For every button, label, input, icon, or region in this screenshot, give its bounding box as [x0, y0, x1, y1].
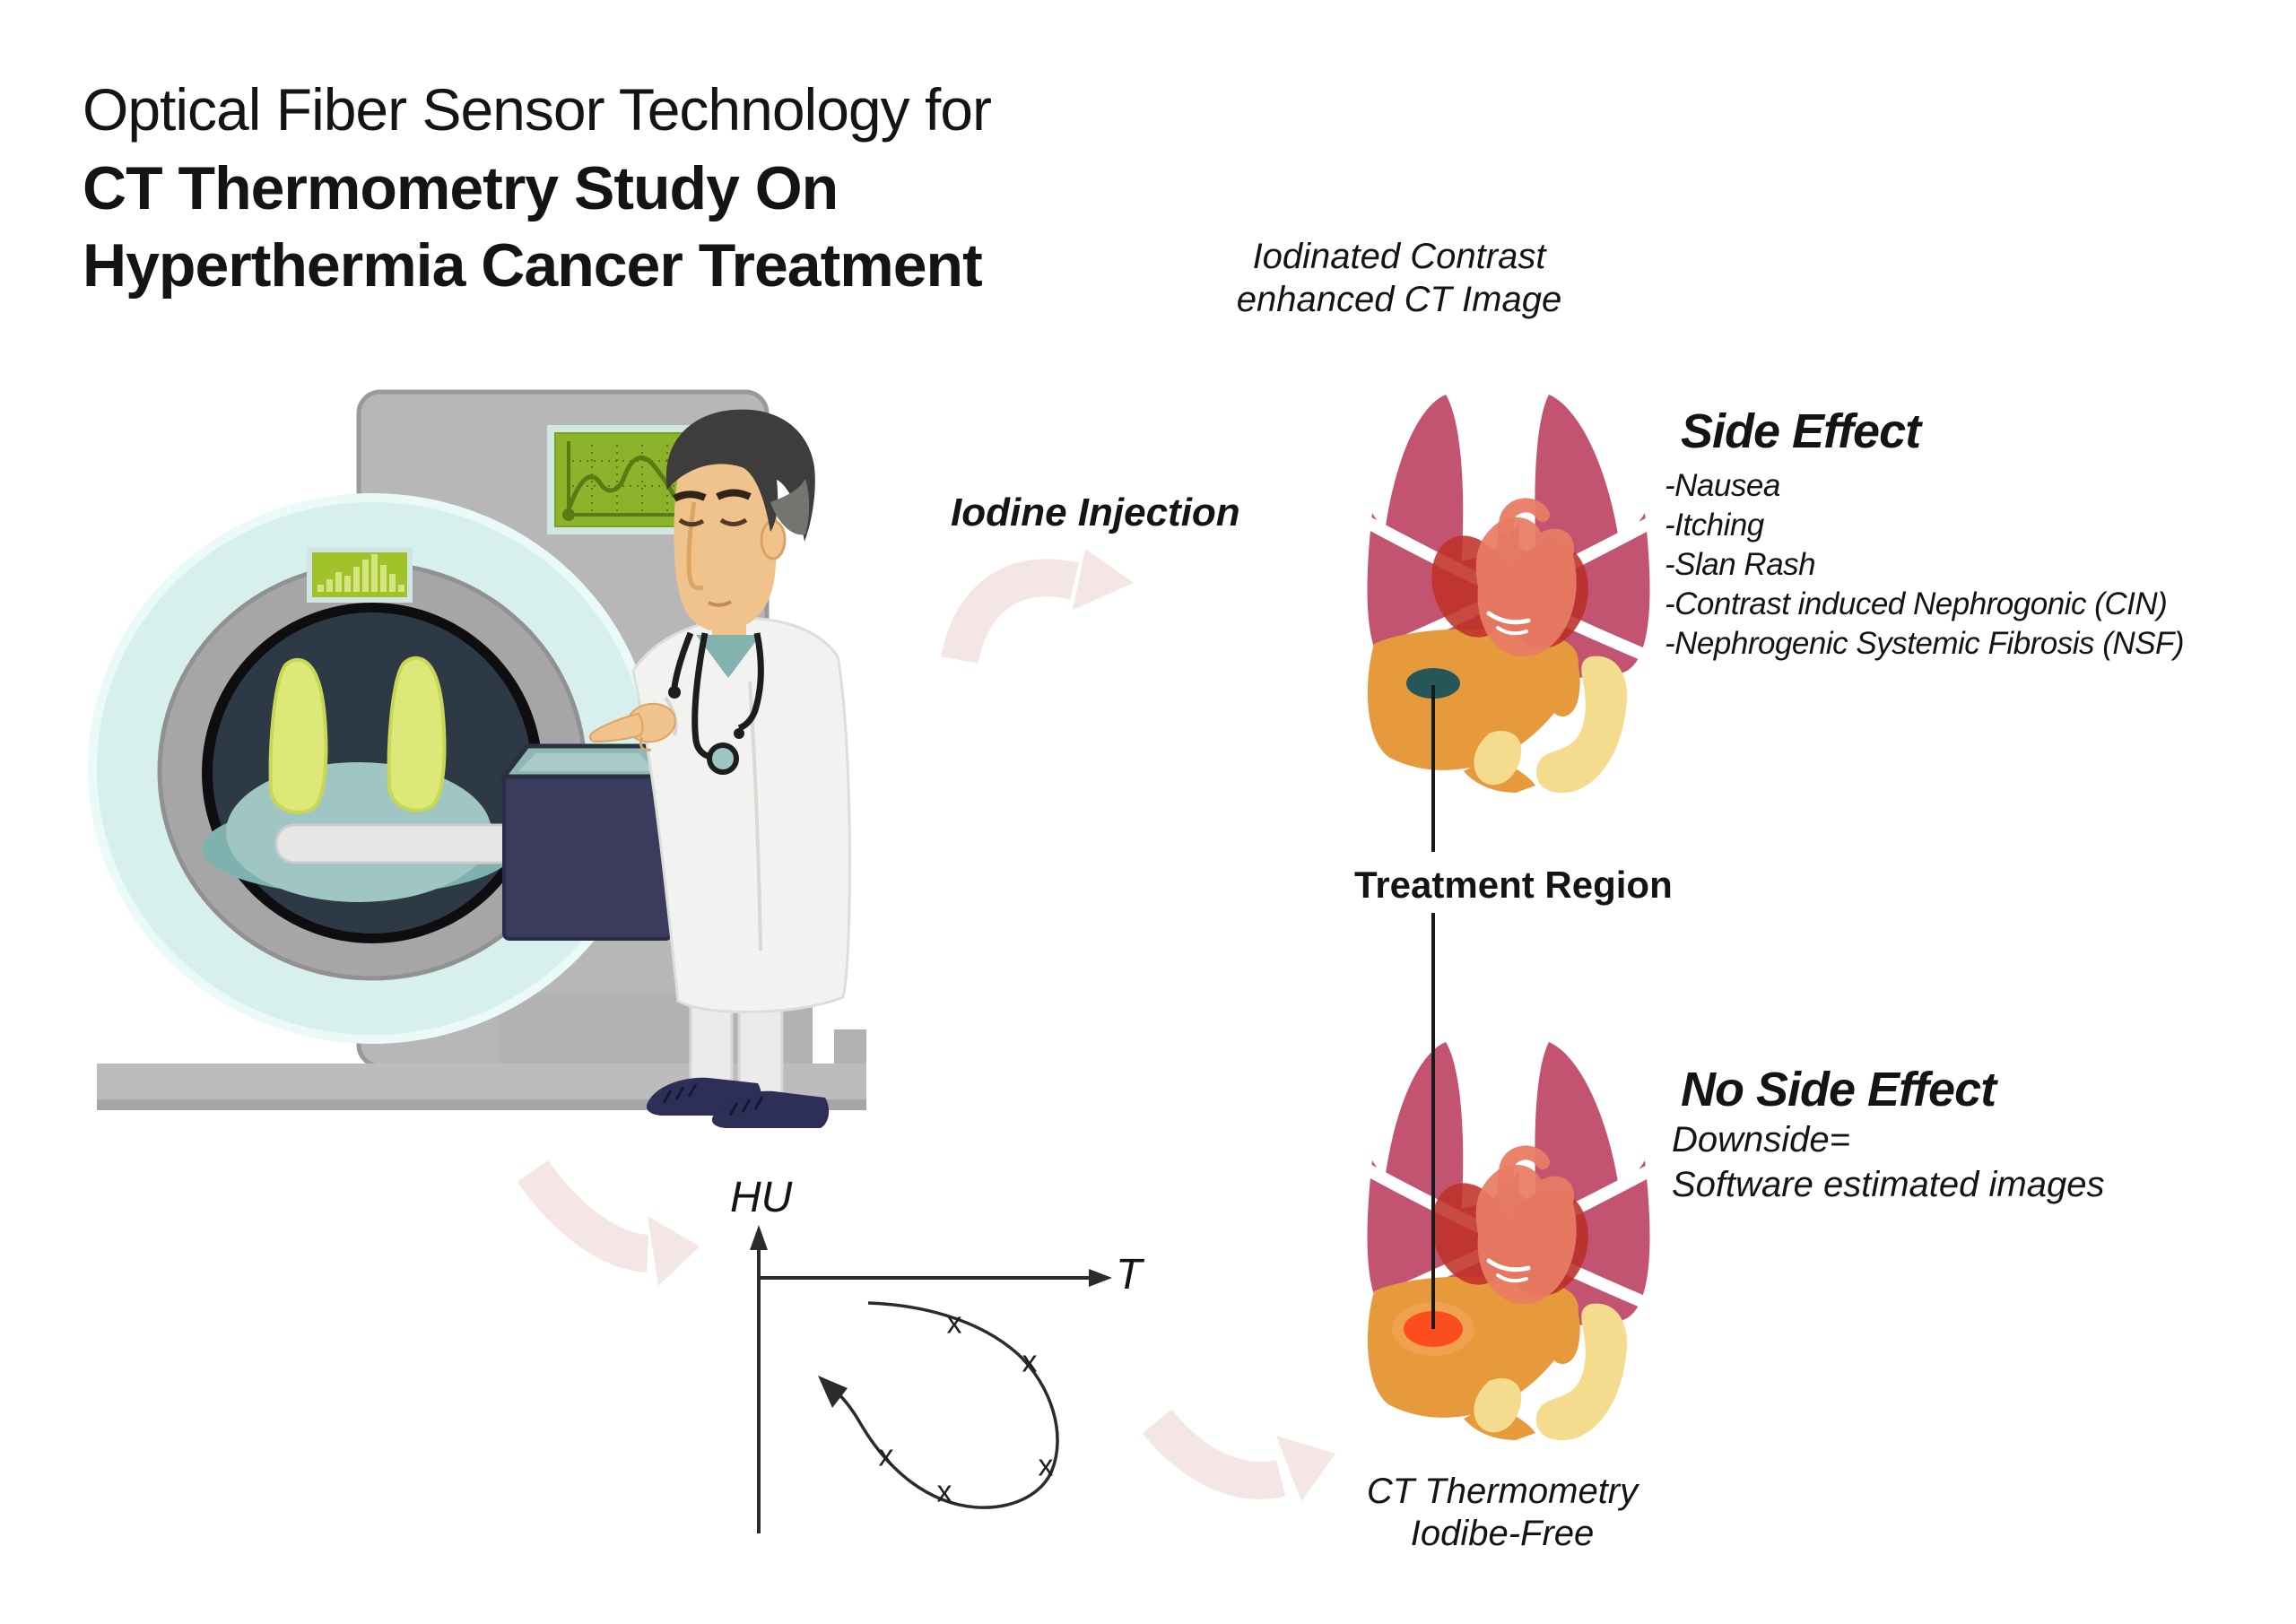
no-side-effect-note-line2: Software estimated images: [1672, 1165, 2105, 1204]
arrow-to-contrast-ct: [941, 549, 1134, 664]
side-effect-item: -Contrast induced Nephrogonic (CIN): [1665, 586, 2168, 621]
graph-y-axis-label: HU: [730, 1174, 793, 1221]
contrast-ct-caption: Iodinated Contrast enhanced CT Image: [1175, 235, 1623, 321]
graph-data-point: x: [1038, 1448, 1054, 1483]
doctor-pointing-hand: [589, 702, 676, 751]
control-console: [499, 743, 676, 941]
no-side-effect-note-line1: Downside=: [1672, 1120, 1851, 1159]
stethoscope-icon: [668, 631, 764, 775]
hu-t-graph: [750, 1225, 1112, 1533]
side-effect-item: -Nephrogenic Systemic Fibrosis (NSF): [1665, 626, 2185, 661]
patient-foot-left: [268, 657, 328, 814]
contrast-ct-caption-line2: enhanced CT Image: [1236, 280, 1562, 319]
page-title-line3: Hyperthermia Cancer Treatment: [83, 231, 983, 300]
graph-x-axis-label: T: [1116, 1251, 1143, 1298]
side-effect-item: -Nausea: [1665, 468, 1780, 503]
doctor-illustration: [589, 409, 851, 1128]
flow-arrows: [517, 549, 1335, 1501]
doctor-shirt: [696, 635, 761, 678]
doctor-shoe-right: [711, 1090, 830, 1128]
ct-thermometry-caption-line1: CT Thermometry: [1366, 1472, 1639, 1511]
patient-foot-right: [387, 656, 447, 812]
graph-data-point: x: [878, 1438, 894, 1473]
loop-arrowhead: [818, 1376, 848, 1408]
treatment-region-label: Treatment Region: [1354, 864, 1673, 906]
ct-thermometry-caption-line2: Iodibe-Free: [1410, 1514, 1595, 1553]
doctor-face: [674, 438, 778, 632]
doctor-coat: [631, 617, 851, 1013]
thermometry-anatomy: [1367, 1042, 1652, 1440]
ct-thermometry-caption: CT Thermometry Iodibe-Free: [1296, 1471, 1709, 1555]
side-effect-list: -Nausea -Itching -Slan Rash -Contrast in…: [1665, 466, 2185, 664]
side-effect-heading: Side Effect: [1681, 404, 1921, 458]
contrast-ct-caption-line1: Iodinated Contrast: [1252, 237, 1546, 276]
graph-data-point: x: [946, 1306, 962, 1341]
side-effect-item: -Itching: [1665, 508, 1764, 543]
side-effect-item: -Slan Rash: [1665, 547, 1816, 582]
graph-data-point: x: [1022, 1344, 1038, 1379]
page-title-line2: CT Thermometry Study On: [83, 154, 839, 222]
arrow-to-thermometry: [1142, 1409, 1335, 1501]
patient-in-bore: [202, 656, 700, 902]
arrow-to-graph: [517, 1159, 700, 1286]
page-title-line1: Optical Fiber Sensor Technology for: [83, 76, 992, 143]
no-side-effect-note: Downside= Software estimated images: [1672, 1117, 2104, 1207]
no-side-effect-heading: No Side Effect: [1681, 1063, 1996, 1116]
treatment-spot-contrast: [1406, 668, 1460, 699]
contrast-ct-anatomy: [1367, 395, 1652, 793]
graph-data-point: x: [936, 1474, 952, 1509]
doctor-hair: [665, 409, 815, 542]
iodine-injection-label: Iodine Injection: [951, 491, 1240, 534]
gantry-equalizer-screen: [307, 547, 413, 603]
